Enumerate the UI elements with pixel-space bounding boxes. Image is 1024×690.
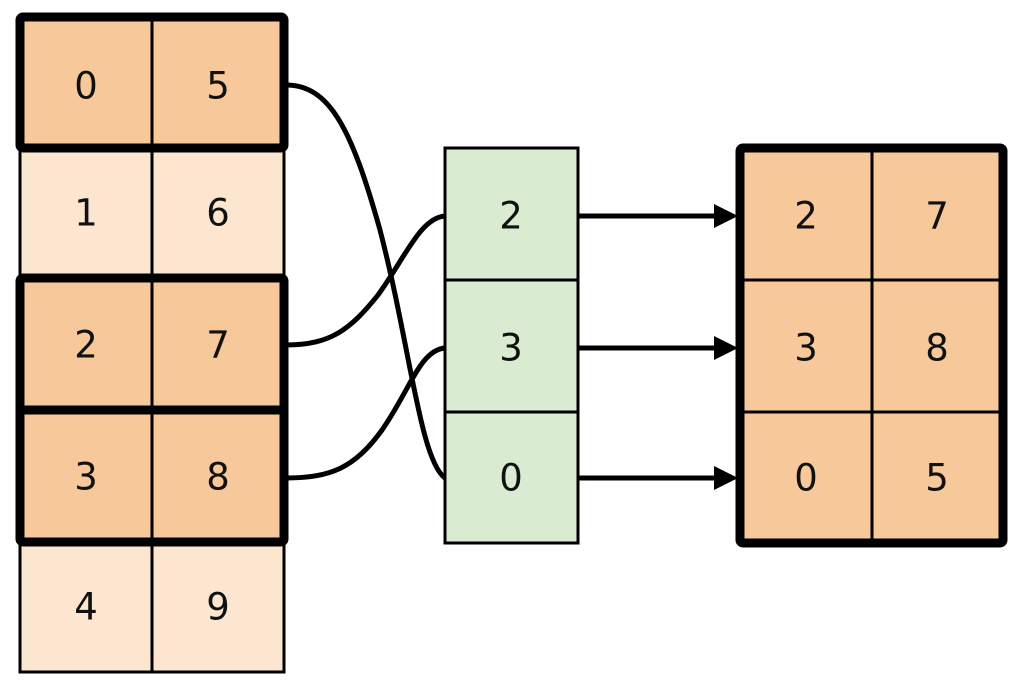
- source-table: 0 5 1 6 2 7 3 8: [15, 12, 289, 674]
- link-source-row-0-to-index-cell-2: [285, 82, 447, 481]
- result-cell-r2c1[interactable]: [872, 412, 1003, 543]
- result-cell-label-r2c0: 0: [794, 457, 818, 500]
- source-cell-r0c1[interactable]: [152, 17, 284, 148]
- source-cell-label-r1c0: 1: [74, 192, 98, 235]
- source-table-row-2[interactable]: 2 7: [20, 278, 284, 410]
- source-cell-label-r2c1: 7: [206, 324, 230, 367]
- source-table-row-1[interactable]: 1 6: [20, 148, 284, 278]
- selection-outline-row-0: [15, 12, 289, 153]
- source-cell-label-r1c1: 6: [206, 192, 230, 235]
- index-cell-1[interactable]: [445, 280, 578, 412]
- result-table: 2 7 3 8 0 5: [735, 143, 1008, 548]
- source-cell-r2c1[interactable]: [152, 278, 284, 410]
- arrow-head-icon: [714, 204, 738, 228]
- source-cell-r1c1[interactable]: [152, 148, 284, 278]
- arrow-head-icon: [714, 336, 738, 360]
- result-cell-label-r0c1: 7: [925, 195, 949, 238]
- index-cell-label-0: 2: [499, 195, 523, 238]
- source-table-selection-outlines: [15, 12, 289, 547]
- result-table-outline: [735, 143, 1008, 548]
- source-cell-r3c1[interactable]: [152, 410, 284, 542]
- index-cell-label-1: 3: [499, 327, 523, 370]
- source-table-row-0[interactable]: 0 5: [20, 17, 284, 148]
- source-cell-label-r0c1: 5: [206, 65, 230, 108]
- source-to-index-links: [285, 82, 447, 481]
- result-cell-r2c0[interactable]: [740, 412, 872, 543]
- result-cell-r1c1[interactable]: [872, 280, 1003, 412]
- source-cell-r4c0[interactable]: [20, 542, 152, 672]
- source-cell-r3c0[interactable]: [20, 410, 152, 542]
- index-column: 2 3 0: [443, 146, 580, 545]
- arrow-index-0-to-result-row-0: [578, 204, 738, 228]
- link-source-row-3-to-index-cell-1: [285, 345, 446, 481]
- source-cell-r0c0[interactable]: [20, 17, 152, 148]
- result-cell-label-r1c1: 8: [925, 327, 949, 370]
- source-table-row-4[interactable]: 4 9: [20, 542, 284, 672]
- source-cell-label-r4c1: 9: [206, 586, 230, 629]
- source-cell-label-r0c0: 0: [74, 65, 98, 108]
- index-cell-2[interactable]: [445, 412, 578, 543]
- source-cell-r4c1[interactable]: [152, 542, 284, 672]
- arrow-index-1-to-result-row-1: [578, 336, 738, 360]
- result-cell-r0c1[interactable]: [872, 148, 1003, 280]
- index-cell-label-2: 0: [499, 457, 523, 500]
- source-cell-label-r3c0: 3: [74, 456, 98, 499]
- source-cell-label-r3c1: 8: [206, 456, 230, 499]
- result-table-gridlines: [740, 148, 1003, 543]
- index-to-result-arrows: [578, 204, 738, 490]
- arrow-index-2-to-result-row-2: [578, 466, 738, 490]
- source-cell-r1c0[interactable]: [20, 148, 152, 278]
- result-cell-r1c0[interactable]: [740, 280, 872, 412]
- result-cell-r0c0[interactable]: [740, 148, 872, 280]
- arrow-head-icon: [714, 466, 738, 490]
- source-cell-label-r4c0: 4: [74, 586, 98, 629]
- source-cell-r2c0[interactable]: [20, 278, 152, 410]
- result-cell-label-r2c1: 5: [925, 457, 949, 500]
- source-table-row-3[interactable]: 3 8: [20, 410, 284, 542]
- index-cell-0[interactable]: [445, 148, 578, 280]
- source-cell-label-r2c0: 2: [74, 324, 98, 367]
- result-cell-label-r0c0: 2: [794, 195, 818, 238]
- link-source-row-2-to-index-cell-0: [285, 213, 446, 348]
- result-cell-label-r1c0: 3: [794, 327, 818, 370]
